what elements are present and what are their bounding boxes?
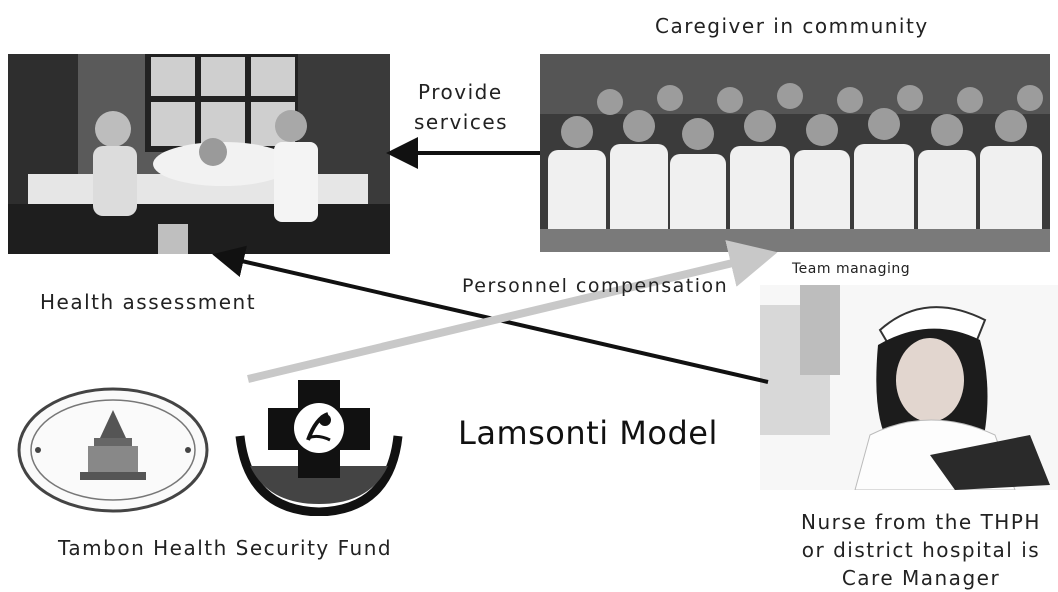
health-assessment-photo: [8, 54, 390, 254]
care-manager-label: Nurse from the THPH or district hospital…: [784, 508, 1058, 592]
provide-services-label-line1: Provide: [418, 80, 503, 104]
caregiver-label: Caregiver in community: [655, 14, 929, 38]
nurse-photo: [760, 285, 1058, 490]
fund-label: Tambon Health Security Fund: [58, 536, 393, 560]
team-managing-label: Team managing: [792, 261, 911, 277]
health-assessment-label: Health assessment: [40, 290, 257, 314]
care-manager-label-line2: or district hospital is: [801, 538, 1041, 562]
page-title: Lamsonti Model: [458, 414, 718, 452]
personnel-compensation-label: Personnel compensation: [462, 275, 729, 297]
sub-district-office-seal: [16, 386, 210, 514]
care-manager-label-line1: Nurse from the THPH: [801, 510, 1041, 534]
care-manager-label-line3: Care Manager: [841, 566, 1001, 590]
health-fund-cross-logo: [228, 376, 410, 517]
provide-services-label-line2: services: [414, 110, 509, 134]
caregiver-group-photo: [540, 54, 1050, 252]
